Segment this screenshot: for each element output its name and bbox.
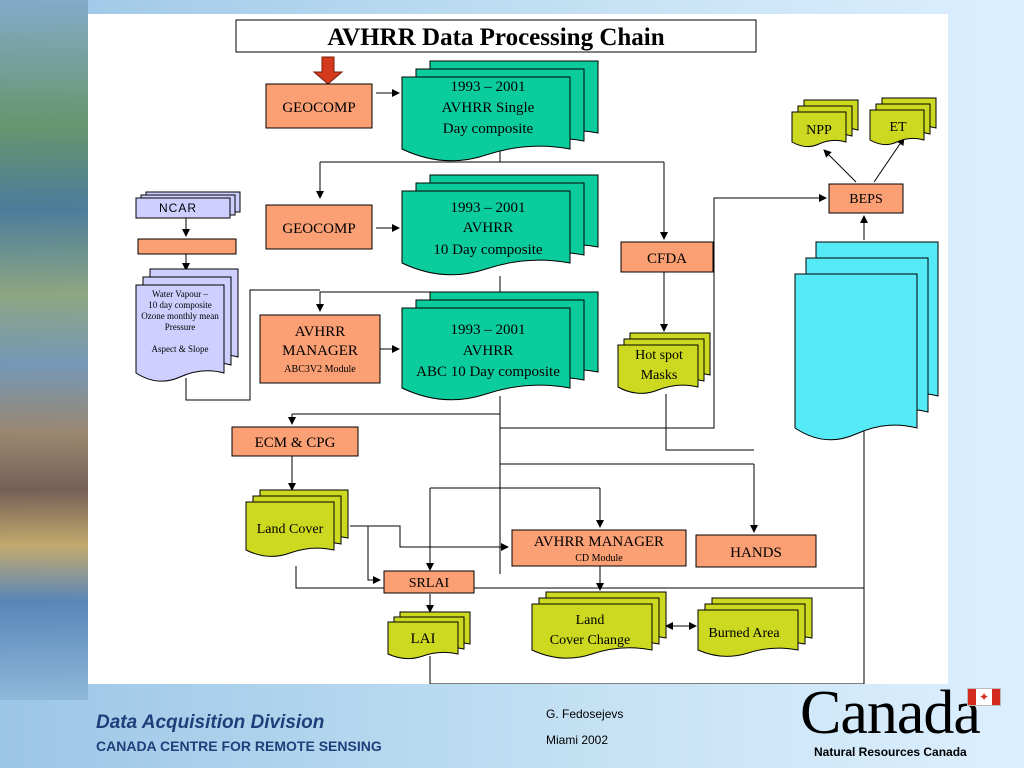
centre-name: CANADA CENTRE FOR REMOTE SENSING <box>96 738 382 754</box>
connectors <box>182 89 905 685</box>
geocomp-box-1: GEOCOMP <box>265 83 373 129</box>
svg-text:GEOCOMP: GEOCOMP <box>282 100 355 116</box>
lcc-line-2: Cover Change <box>550 633 630 648</box>
ancillary-process-box <box>137 238 237 255</box>
svg-text:SRLAI: SRLAI <box>409 576 450 591</box>
land-cover-change-stack <box>531 591 667 659</box>
hotspot-line-2: Masks <box>641 368 678 383</box>
srlai-box: SRLAI <box>383 570 475 594</box>
burned-area-label: Burned Area <box>708 626 780 641</box>
ancillary-data-stack <box>135 268 239 382</box>
composite-single-line-2: AVHRR Single <box>442 100 535 116</box>
ancillary-line-3: Ozone monthly mean <box>141 311 219 321</box>
ten-day-composite-stack <box>401 174 599 276</box>
composite-abc-line-2: AVHRR <box>463 343 514 359</box>
et-stack <box>869 97 937 146</box>
composite-abc-line-1: 1993 – 2001 <box>451 322 526 338</box>
burned-area-stack <box>697 597 813 657</box>
lai-label: LAI <box>411 631 436 647</box>
abc-composite-stack <box>401 291 599 401</box>
hotspot-masks-stack <box>617 332 711 394</box>
npp-stack <box>791 99 859 148</box>
canada-flag-icon: ✦ <box>967 688 1001 706</box>
svg-text:GEOCOMP: GEOCOMP <box>282 221 355 237</box>
lai-stack <box>387 611 471 660</box>
avhrr-manager-box-2: AVHRR MANAGER CD Module <box>511 529 687 567</box>
ncar-stack <box>135 191 241 219</box>
composite-single-line-1: 1993 – 2001 <box>451 79 526 95</box>
ncar-label: NCAR <box>159 201 197 215</box>
svg-text:BEPS: BEPS <box>849 192 882 207</box>
hands-box: HANDS <box>695 534 817 568</box>
svg-text:AVHRR MANAGER: AVHRR MANAGER <box>534 534 664 550</box>
composite-10day-line-2: AVHRR <box>463 220 514 236</box>
slide-title: AVHRR Data Processing Chain <box>327 24 664 51</box>
department-name: Natural Resources Canada <box>814 745 967 759</box>
ancillary-line-4: Pressure <box>165 322 196 332</box>
input-arrow-icon <box>312 56 344 85</box>
composite-single-line-3: Day composite <box>443 121 534 137</box>
single-day-composite-stack <box>401 60 599 162</box>
composite-10day-line-3: 10 Day composite <box>433 242 542 258</box>
svg-text:ECM & CPG: ECM & CPG <box>255 435 336 451</box>
author: G. Fedosejevs <box>546 707 624 721</box>
ancillary-line-1: Water Vapour – <box>152 289 209 299</box>
composite-10day-line-1: 1993 – 2001 <box>451 200 526 216</box>
beps-data-stack <box>794 241 939 441</box>
svg-text:MANAGER: MANAGER <box>282 343 358 359</box>
canada-wordmark: Canada <box>800 679 981 747</box>
land-cover-label: Land Cover <box>257 522 324 537</box>
ancillary-line-5: Aspect & Slope <box>152 344 209 354</box>
geocomp-box-2: GEOCOMP <box>265 204 373 250</box>
title-box <box>235 19 757 53</box>
avhrr-manager-box-1: AVHRR MANAGER ABC3V2 Module <box>259 314 381 384</box>
lcc-line-1: Land <box>576 613 605 628</box>
et-label: ET <box>889 120 907 135</box>
npp-label: NPP <box>806 123 832 138</box>
svg-text:ABC3V2 Module: ABC3V2 Module <box>284 364 356 375</box>
hotspot-line-1: Hot spot <box>635 348 683 363</box>
svg-text:HANDS: HANDS <box>730 545 782 561</box>
beps-box: BEPS <box>828 183 904 214</box>
cfda-box: CFDA <box>620 241 714 273</box>
composite-abc-line-3: ABC 10 Day composite <box>416 364 560 380</box>
venue: Miami 2002 <box>546 733 609 747</box>
diagram-canvas: AVHRR Data Processing Chain <box>88 14 948 685</box>
ecm-cpg-box: ECM & CPG <box>231 426 359 457</box>
svg-text:CFDA: CFDA <box>647 251 687 267</box>
division-name: Data Acquisition Division <box>96 712 325 733</box>
svg-text:CD Module: CD Module <box>575 553 623 564</box>
background-photo-strip <box>0 0 88 700</box>
land-cover-stack <box>245 489 349 557</box>
flowchart-svg: AVHRR Data Processing Chain <box>135 19 939 685</box>
ancillary-line-2: 10 day composite <box>148 300 212 310</box>
svg-text:AVHRR: AVHRR <box>295 324 346 340</box>
